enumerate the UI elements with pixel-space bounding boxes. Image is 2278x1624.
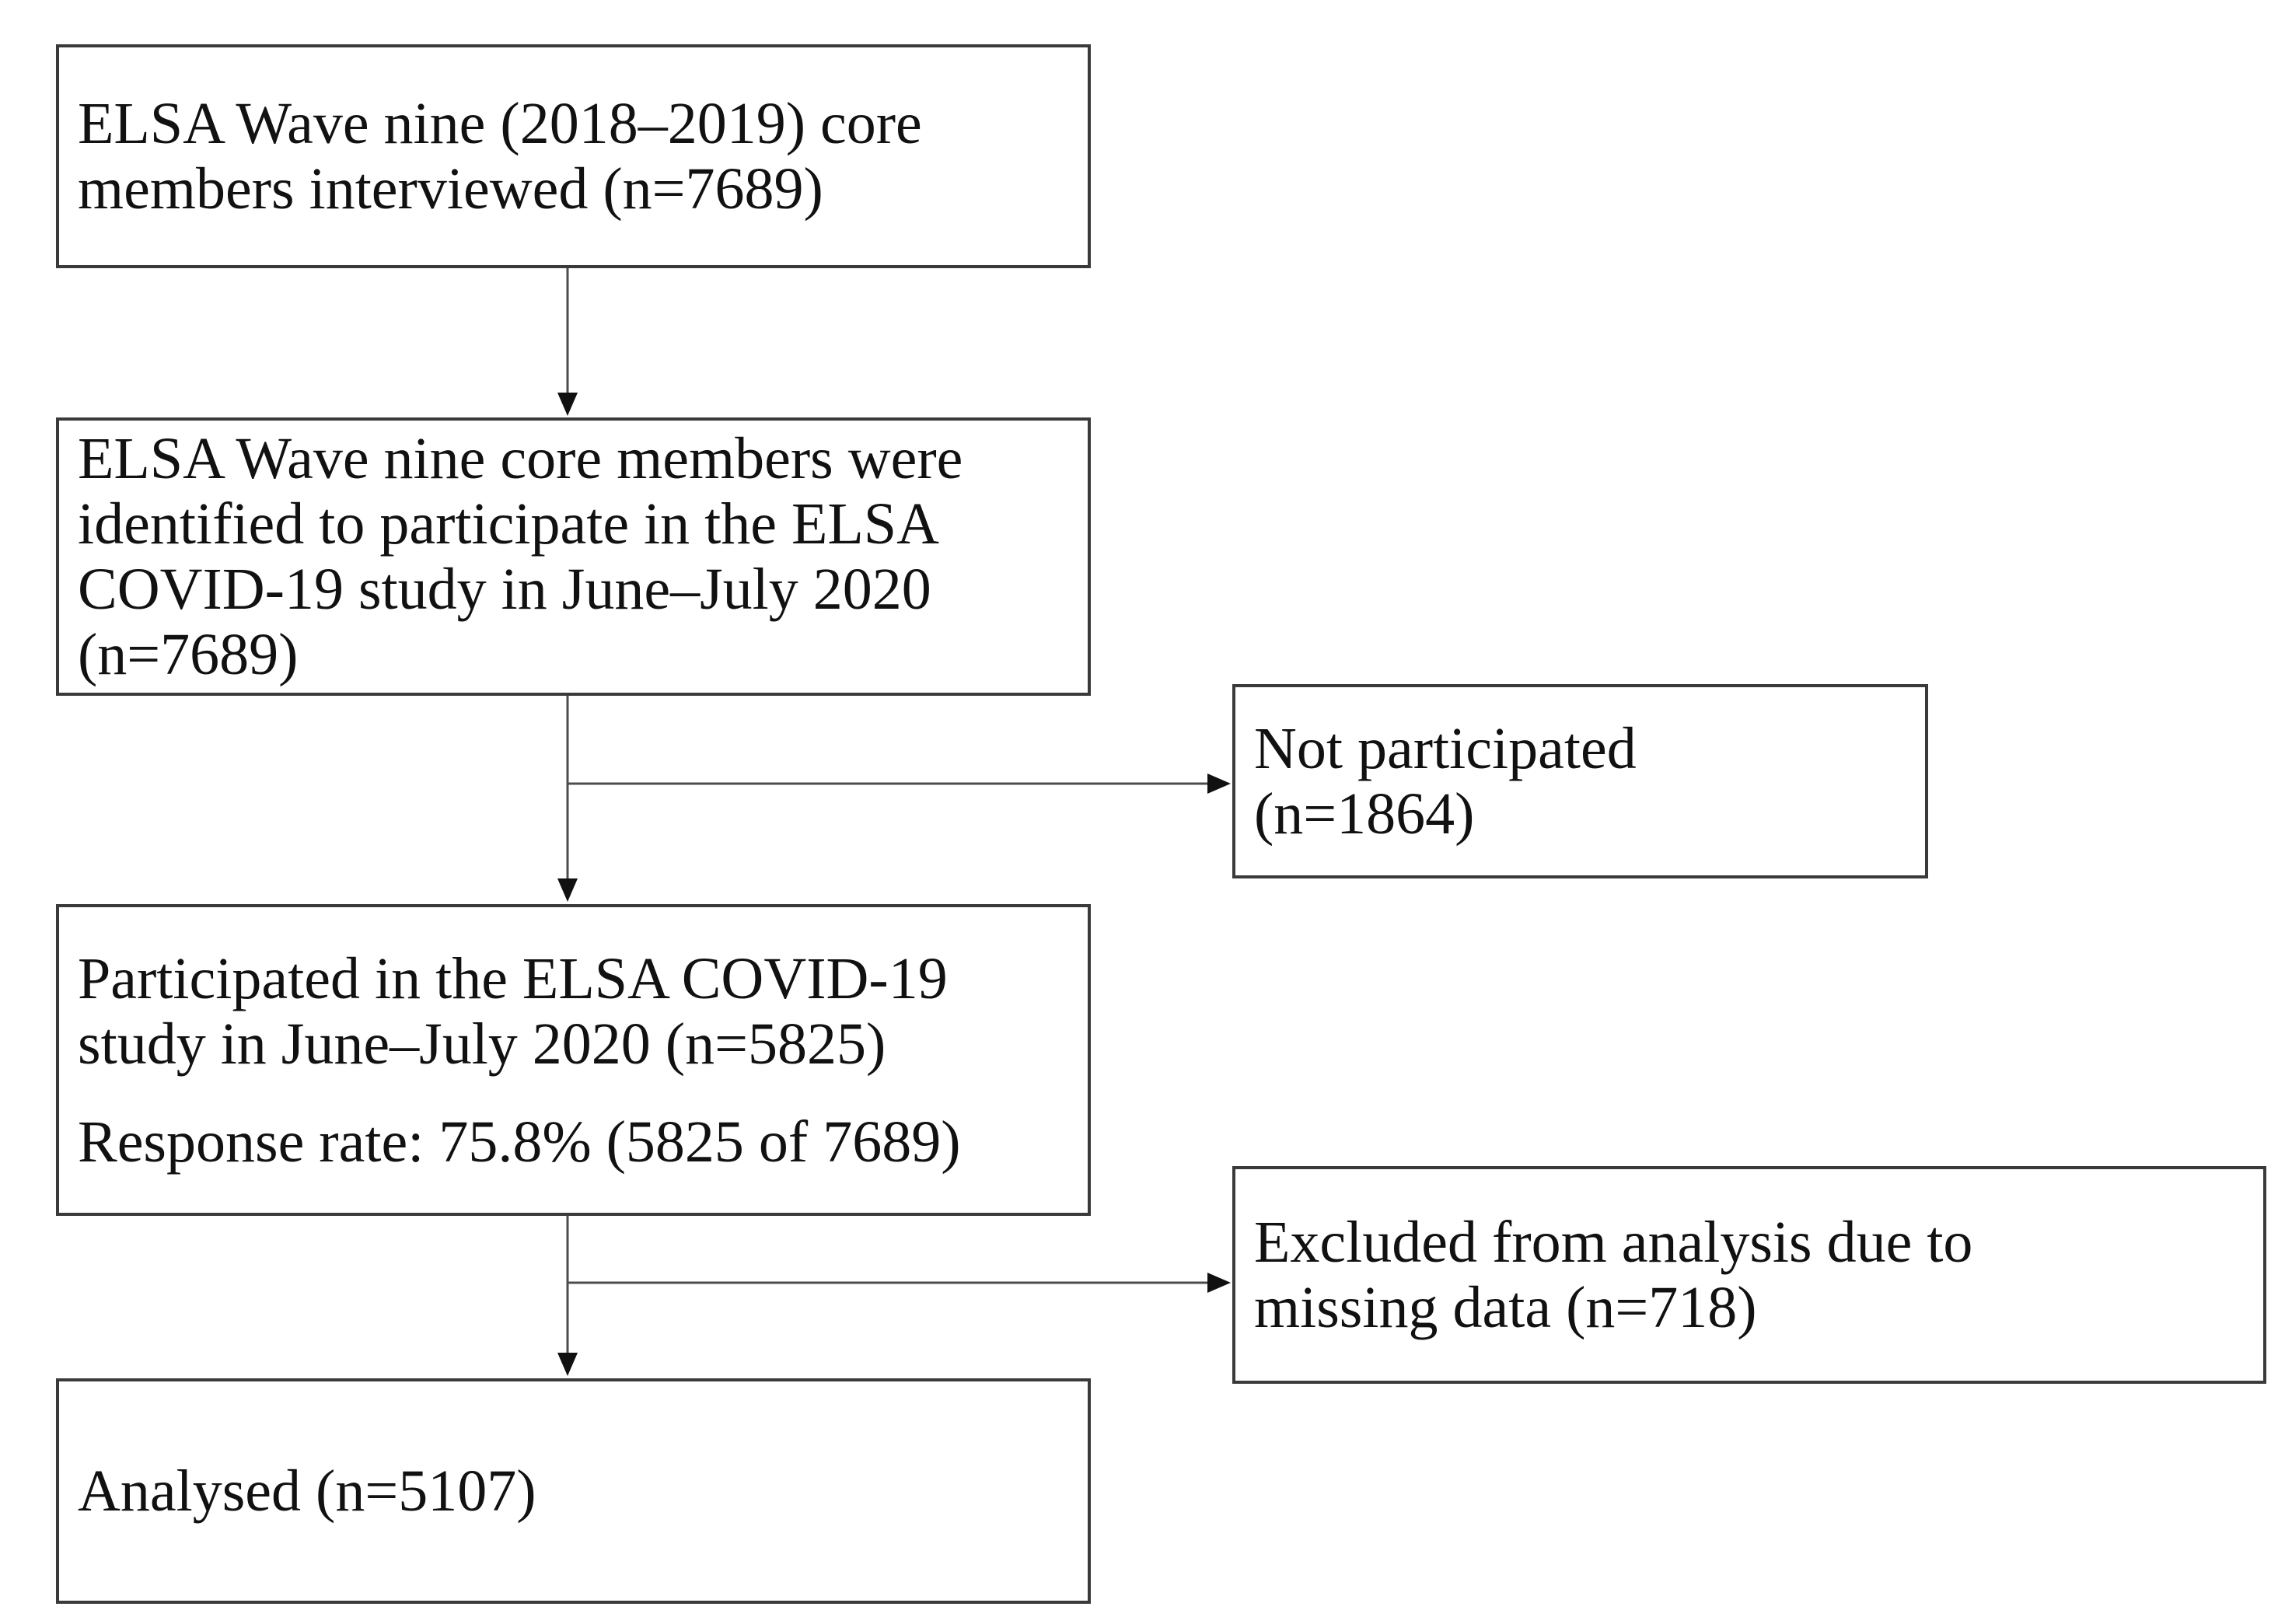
- arrow-wave9-to-identified: [557, 268, 578, 416]
- arrow-participated-to-analysed: [557, 1216, 578, 1376]
- arrow-identified-to-participated: [557, 696, 578, 902]
- flow-box-not-participated: Not participated (n=1864): [1232, 684, 1928, 878]
- flow-box-analysed: Analysed (n=5107): [56, 1378, 1091, 1604]
- flow-box-response-rate-text: Response rate: 75.8% (5825 of 7689): [78, 1109, 961, 1175]
- flow-box-not-participated-text: Not participated (n=1864): [1254, 716, 1637, 847]
- flow-box-excluded-text: Excluded from analysis due to missing da…: [1254, 1210, 1973, 1340]
- flow-box-identified: ELSA Wave nine core members were identif…: [56, 417, 1091, 696]
- arrow-participated-to-excluded: [568, 1273, 1231, 1293]
- flow-box-identified-text: ELSA Wave nine core members were identif…: [78, 426, 963, 687]
- arrow-identified-to-not-participated: [568, 774, 1231, 794]
- flow-box-participated: Participated in the ELSA COVID-19 study …: [56, 904, 1091, 1216]
- flow-box-excluded: Excluded from analysis due to missing da…: [1232, 1166, 2266, 1384]
- flow-box-wave9-text: ELSA Wave nine (2018–2019) core members …: [78, 91, 922, 222]
- flow-box-analysed-text: Analysed (n=5107): [78, 1458, 536, 1524]
- flow-box-wave9-interviewed: ELSA Wave nine (2018–2019) core members …: [56, 44, 1091, 268]
- flow-box-participated-text: Participated in the ELSA COVID-19 study …: [78, 945, 948, 1077]
